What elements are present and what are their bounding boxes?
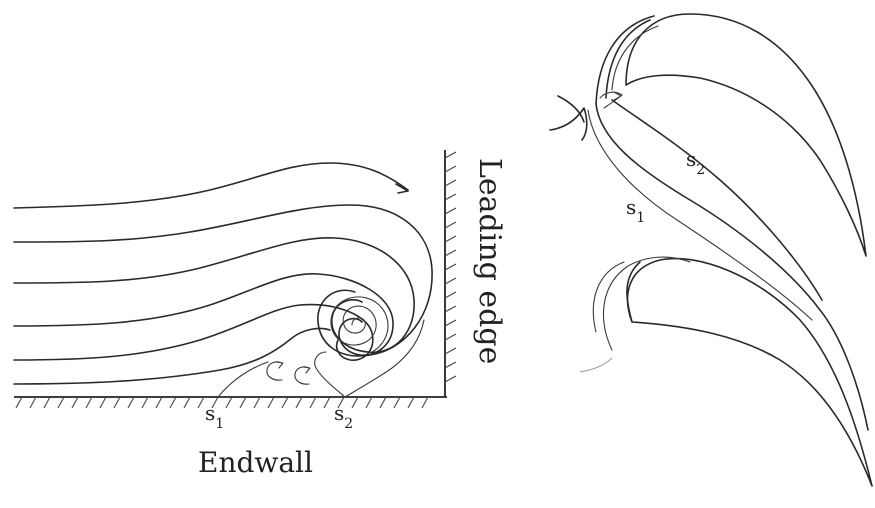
leading-edge-hatch-mark: [444, 347, 457, 355]
left-panel: s1 s2 Endwall Leading edge: [13, 150, 507, 479]
endwall-hatch-mark: [421, 396, 429, 409]
leading-edge-hatch-mark: [444, 179, 457, 187]
passage-line-outer: [587, 109, 813, 321]
endwall-hatch-mark: [365, 396, 373, 409]
upper-le-line-1: [605, 19, 651, 99]
leading-edge-hatch-mark: [444, 333, 457, 341]
streamline-arrowhead: [395, 183, 409, 194]
label-s1-endwall: s1: [205, 401, 224, 432]
saddle-right-arrow: [613, 91, 622, 101]
endwall-hatch-mark: [211, 396, 219, 409]
endwall-hatch-mark: [323, 396, 331, 409]
endwall-hatch-mark: [155, 396, 163, 409]
endwall-hatch-mark: [351, 396, 359, 409]
endwall-label: Endwall: [198, 446, 313, 479]
lower-blade-outline: [626, 257, 873, 487]
passage-line-s1: [595, 103, 869, 431]
leading-edge-hatch-mark: [444, 207, 457, 215]
endwall-hatch-mark: [225, 396, 233, 409]
streamline-4: [13, 273, 394, 356]
endwall-hatch-mark: [267, 396, 275, 409]
endwall-hatch-mark: [85, 396, 93, 409]
endwall-hatch-mark: [43, 396, 51, 409]
lower-le-outer-line-2: [592, 261, 625, 333]
streamline-6: [13, 327, 331, 385]
leading-edge-hatch-mark: [444, 319, 457, 327]
endwall-hatch-mark: [407, 396, 415, 409]
leading-edge-hatch-mark: [444, 291, 457, 299]
corner-vortex-1-arrow: [275, 361, 284, 369]
endwall-hatch-mark: [127, 396, 135, 409]
saddle-left-upper: [557, 95, 585, 123]
endwall-hatch-mark: [15, 396, 23, 409]
streamline-5: [13, 303, 374, 361]
endwall-hatch-mark: [197, 396, 205, 409]
leading-edge-label: Leading edge: [472, 158, 507, 364]
leading-edge-hatch-mark: [444, 361, 457, 369]
endwall-hatch-mark: [71, 396, 79, 409]
leading-edge-hatch-mark: [444, 151, 457, 159]
endwall-hatch-mark: [281, 396, 289, 409]
saddle-right: [599, 91, 623, 109]
leading-edge-hatch-mark: [444, 165, 457, 173]
endwall-hatch-mark: [309, 396, 317, 409]
separation-line-s1: [217, 361, 269, 398]
endwall-hatch-mark: [183, 396, 191, 409]
streamline-top: [13, 162, 409, 209]
streamline-2: [13, 204, 433, 357]
leading-edge-hatch-mark: [444, 263, 457, 271]
leading-edge-hatch-mark: [444, 305, 457, 313]
endwall-hatch-mark: [253, 396, 261, 409]
leading-edge-hatch-mark: [444, 249, 457, 257]
separation-line-s2: [314, 351, 346, 398]
upper-le-line-3: [611, 25, 659, 91]
lower-le-line: [626, 261, 641, 323]
leading-edge-hatch-mark: [444, 221, 457, 229]
passage-line-s2: [611, 99, 823, 301]
endwall-hatch-mark: [169, 396, 177, 409]
lower-faint-stub: [579, 357, 613, 373]
leading-edge-hatch-mark: [444, 375, 457, 383]
label-s2-blade: s2: [686, 147, 705, 178]
endwall-hatch-mark: [239, 396, 247, 409]
upper-le-line-2: [595, 15, 655, 105]
endwall-hatch-mark: [379, 396, 387, 409]
streamline-3: [13, 237, 415, 353]
leading-edge-hatch-mark: [444, 193, 457, 201]
upper-blade-outline: [625, 13, 867, 257]
leading-edge-hatching: [444, 151, 457, 383]
endwall-hatch-mark: [113, 396, 121, 409]
endwall-hatch-mark: [141, 396, 149, 409]
lower-le-outer-line: [603, 256, 691, 351]
endwall-hatch-mark: [99, 396, 107, 409]
attachment-line: [344, 319, 425, 398]
endwall-hatch-mark: [29, 396, 37, 409]
leading-edge-hatch-mark: [444, 235, 457, 243]
corner-vortex-2: [294, 366, 310, 385]
label-s1-blade: s1: [626, 195, 645, 226]
saddle-left: [549, 107, 588, 141]
label-s2-endwall: s2: [334, 401, 353, 432]
right-panel: s1 s2: [549, 13, 873, 487]
corner-vortex-2-arrow: [302, 366, 311, 374]
endwall-hatching: [15, 396, 429, 409]
endwall-hatch-mark: [393, 396, 401, 409]
leading-edge-hatch-mark: [444, 277, 457, 285]
endwall-hatch-mark: [57, 396, 65, 409]
vortex-core-spiral: [330, 296, 389, 353]
endwall-hatch-mark: [295, 396, 303, 409]
corner-vortex-1: [266, 361, 283, 381]
endwall-hatch-mark: [337, 396, 345, 409]
